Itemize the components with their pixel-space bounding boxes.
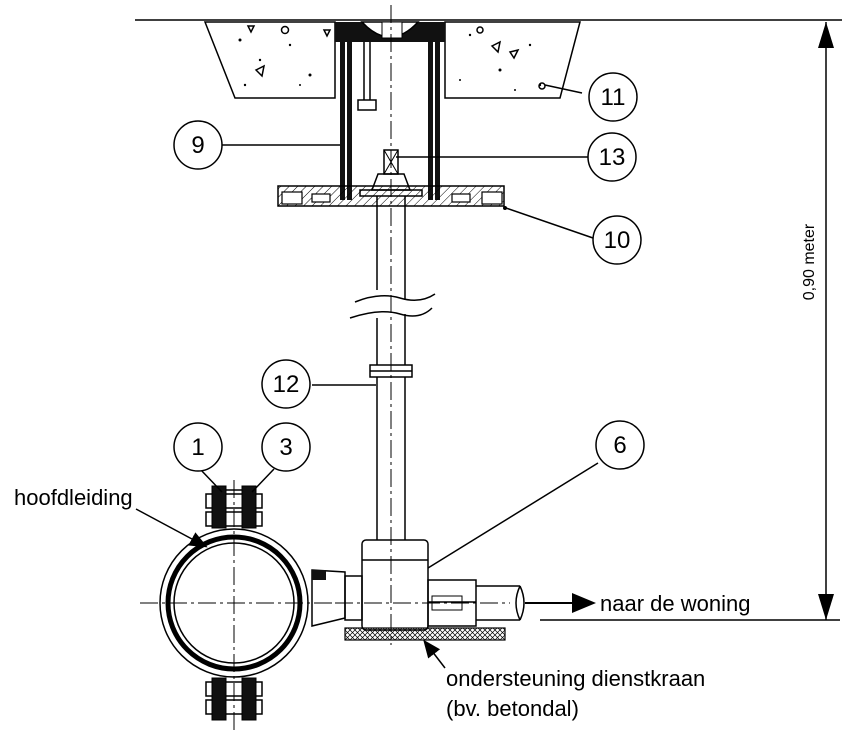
extension-rod <box>349 196 436 540</box>
callout-9-label: 9 <box>191 132 204 159</box>
service-valve <box>361 539 477 631</box>
support-label-line1: ondersteuning dienstkraan <box>446 666 705 691</box>
support-label-line2: (bv. betondal) <box>446 696 579 721</box>
callout-12-label: 12 <box>273 371 300 398</box>
street-box-cap <box>335 21 445 42</box>
callout-1: 1 <box>173 422 223 472</box>
service-pipe <box>476 585 525 621</box>
street-box-tube <box>340 42 440 200</box>
callout-13-label: 13 <box>599 144 626 171</box>
callout-1-label: 1 <box>191 434 204 461</box>
depth-dimension <box>540 22 840 621</box>
callout-12: 12 <box>261 359 311 409</box>
concrete-block <box>203 21 581 99</box>
to-house-label: naar de woning <box>600 591 750 616</box>
leader-lines <box>135 84 599 669</box>
centre-lines <box>140 5 510 730</box>
saddle-outlet <box>311 569 363 627</box>
callout-3: 3 <box>261 422 311 472</box>
callout-13: 13 <box>587 132 637 182</box>
callout-3-label: 3 <box>279 434 292 461</box>
main-pipe-label: hoofdleiding <box>14 485 133 510</box>
callout-6-label: 6 <box>613 432 626 459</box>
callout-11-label: 11 <box>601 84 626 111</box>
support-slab <box>344 627 506 641</box>
callout-9: 9 <box>173 120 223 170</box>
callout-6: 6 <box>595 420 645 470</box>
depth-label: 0,90 meter <box>801 223 818 300</box>
callout-10: 10 <box>592 215 642 265</box>
callout-10-label: 10 <box>604 227 631 254</box>
callout-11: 11 <box>588 72 638 122</box>
